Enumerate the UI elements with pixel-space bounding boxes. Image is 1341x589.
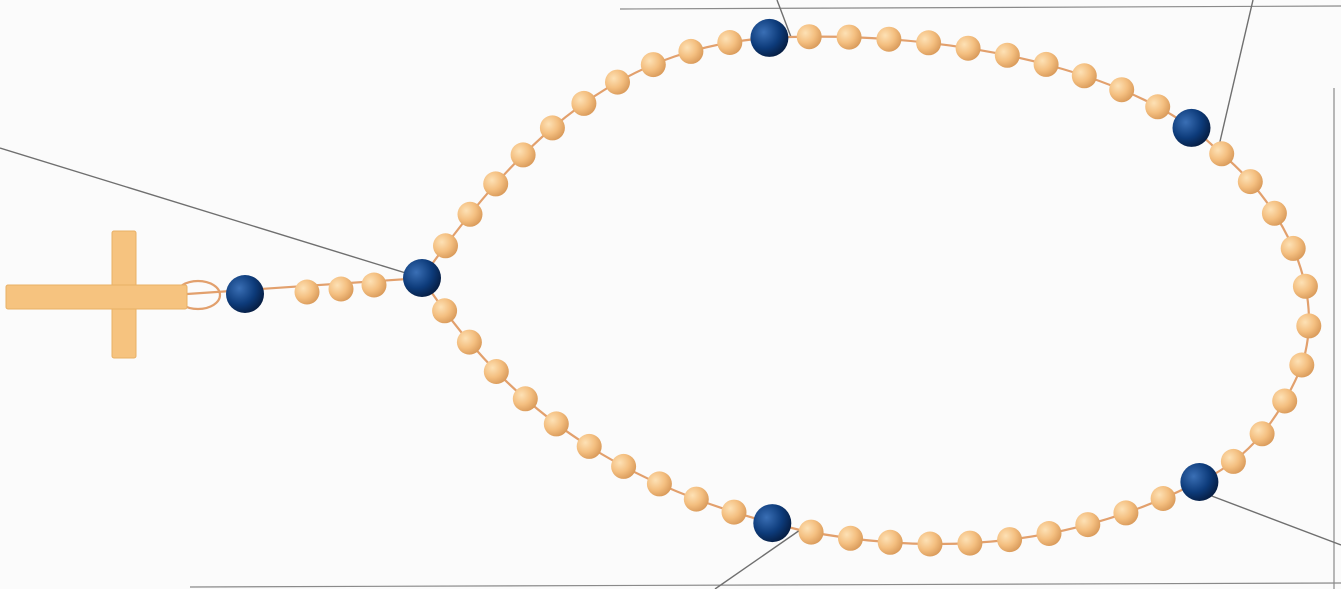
small-bead-decade-2-4 <box>916 30 941 55</box>
small-bead-decade-4-2 <box>1113 500 1138 525</box>
small-bead-decade-1-1 <box>433 233 458 258</box>
small-bead-decade-5-4 <box>611 454 636 479</box>
small-bead-decade-2-2 <box>837 25 862 50</box>
small-bead-decade-2-3 <box>876 27 901 52</box>
small-bead-decade-5-3 <box>647 471 672 496</box>
small-bead-decade-1-10 <box>717 30 742 55</box>
small-bead-decade-5-8 <box>484 359 509 384</box>
small-bead-decade-1-4 <box>511 142 536 167</box>
small-bead-decade-1-8 <box>641 52 666 77</box>
small-bead-decade-4-8 <box>878 530 903 555</box>
leader-line-junction <box>0 148 422 278</box>
small-bead-decade-1-9 <box>678 39 703 64</box>
small-bead-decade-1-7 <box>605 70 630 95</box>
small-bead-decade-3-5 <box>1293 274 1318 299</box>
small-bead-decade-3-9 <box>1250 421 1275 446</box>
small-bead-decade-5-6 <box>544 411 569 436</box>
small-bead-decade-5-7 <box>513 386 538 411</box>
small-bead-decade-4-6 <box>957 531 982 556</box>
small-bead-decade-1-6 <box>571 91 596 116</box>
small-bead-decade-4-1 <box>1151 486 1176 511</box>
leader-line-right-upper <box>1218 0 1253 150</box>
small-bead-decade-2-6 <box>995 43 1020 68</box>
small-bead-decade-5-10 <box>432 298 457 323</box>
small-bead-decade-4-3 <box>1075 512 1100 537</box>
small-bead-decade-5-5 <box>577 434 602 459</box>
small-bead-decade-4-5 <box>997 527 1022 552</box>
small-bead-decade-3-7 <box>1289 353 1314 378</box>
small-bead-decade-2-7 <box>1034 52 1059 77</box>
small-bead-decade-4-4 <box>1037 521 1062 546</box>
small-bead-decade-2-1 <box>797 24 822 49</box>
large-bead-pendant <box>226 275 264 313</box>
small-bead-decade-1-2 <box>458 202 483 227</box>
large-bead-right-upper <box>1173 109 1211 147</box>
small-bead-decade-5-1 <box>722 500 747 525</box>
cross-icon <box>6 231 187 358</box>
small-bead-decade-4-9 <box>838 526 863 551</box>
small-bead-decade-1-5 <box>540 115 565 140</box>
small-bead-decade-3-8 <box>1272 389 1297 414</box>
small-bead-decade-3-1 <box>1209 141 1234 166</box>
small-bead-decade-2-5 <box>956 36 981 61</box>
small-bead-decade-3-4 <box>1281 236 1306 261</box>
leader-line-bottom <box>715 530 800 589</box>
frame-bottom-line <box>190 583 1341 587</box>
small-bead-decade-3-3 <box>1262 201 1287 226</box>
small-beads <box>295 24 1322 556</box>
small-bead-decade-4-10 <box>799 520 824 545</box>
small-bead-decade-3-10 <box>1221 449 1246 474</box>
small-bead-decade-3-2 <box>1238 169 1263 194</box>
large-bead-junction <box>403 259 441 297</box>
small-bead-decade-5-2 <box>684 487 709 512</box>
small-bead-decade-3-6 <box>1296 313 1321 338</box>
frame-top-line <box>620 6 1341 9</box>
small-bead-decade-4-7 <box>918 532 943 557</box>
large-bead-top <box>750 19 788 57</box>
small-bead-pendant-2 <box>329 277 354 302</box>
small-bead-decade-2-8 <box>1072 63 1097 88</box>
small-bead-decade-2-9 <box>1109 77 1134 102</box>
small-bead-decade-2-10 <box>1145 94 1170 119</box>
large-bead-right-lower <box>1180 463 1218 501</box>
large-bead-bottom <box>753 504 791 542</box>
small-bead-decade-5-9 <box>457 330 482 355</box>
small-bead-decade-1-3 <box>483 171 508 196</box>
small-bead-pendant-1 <box>295 280 320 305</box>
small-bead-pendant-3 <box>362 273 387 298</box>
loop-chain <box>422 37 1309 544</box>
